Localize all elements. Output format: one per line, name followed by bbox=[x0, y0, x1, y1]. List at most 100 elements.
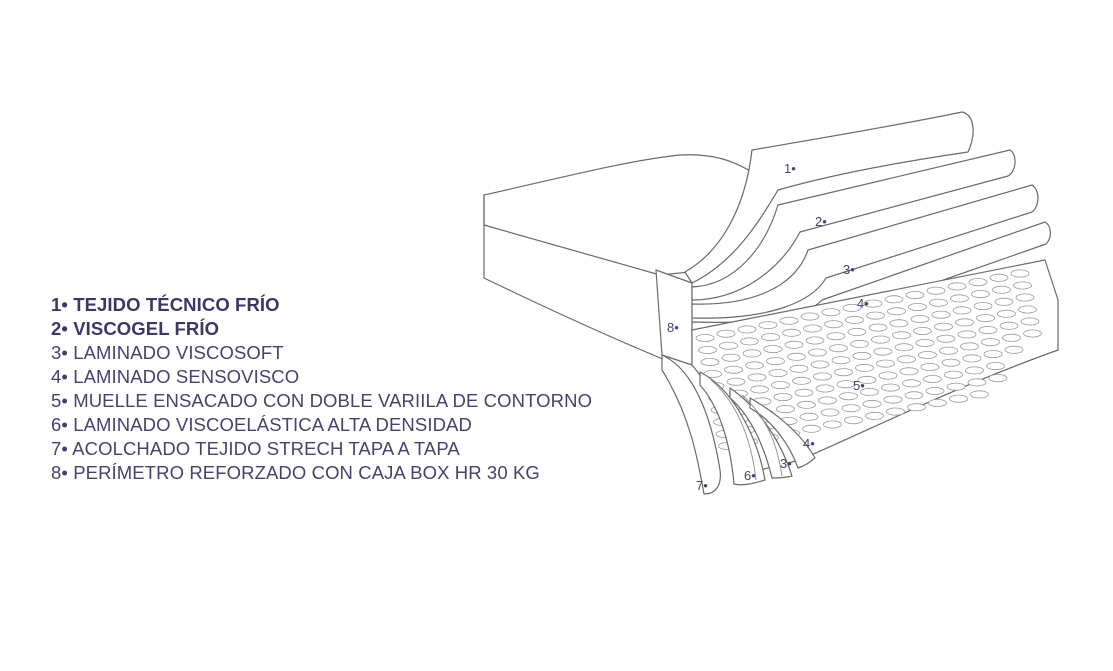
legend-item-1: 1• TEJIDO TÉCNICO FRÍO bbox=[51, 294, 280, 315]
spring-pocket bbox=[923, 374, 942, 383]
spring-pocket bbox=[997, 309, 1016, 318]
legend-item-6: 6• LAMINADO VISCOELÁSTICA ALTA DENSIDAD bbox=[51, 414, 472, 435]
callout-3-lower: 3• bbox=[780, 456, 792, 471]
spring-pocket bbox=[904, 391, 924, 400]
spring-pocket bbox=[988, 374, 1008, 383]
spring-pocket bbox=[946, 382, 966, 391]
spring-pocket bbox=[808, 348, 827, 357]
spring-pocket bbox=[960, 342, 979, 351]
legend-item-2: 2• VISCOGEL FRÍO bbox=[51, 318, 220, 339]
spring-pocket bbox=[971, 290, 990, 299]
spring-pocket bbox=[839, 392, 858, 401]
spring-pocket bbox=[886, 407, 905, 416]
spring-pocket bbox=[1018, 305, 1037, 314]
spring-pocket bbox=[865, 411, 884, 420]
spring-pocket bbox=[842, 303, 862, 312]
spring-pocket bbox=[949, 394, 968, 403]
spring-pocket bbox=[952, 306, 972, 315]
spring-pocket bbox=[1015, 293, 1035, 302]
spring-pocket bbox=[860, 387, 879, 396]
spring-pocket bbox=[981, 338, 1000, 347]
spring-pocket bbox=[899, 367, 919, 376]
spring-pocket bbox=[978, 326, 998, 335]
spring-pocket bbox=[934, 322, 953, 331]
spring-pocket bbox=[834, 368, 853, 377]
spring-pocket bbox=[815, 384, 835, 393]
spring-pocket bbox=[794, 388, 814, 397]
spring-pocket bbox=[698, 345, 717, 354]
spring-pocket bbox=[883, 395, 903, 404]
spring-pocket bbox=[944, 370, 963, 379]
spring-pocket bbox=[887, 307, 906, 316]
spring-pocket bbox=[810, 360, 830, 369]
callout-7: 7• bbox=[696, 478, 708, 493]
spring-pocket bbox=[824, 320, 843, 329]
mattress-side-panel-8 bbox=[655, 269, 693, 366]
spring-pocket bbox=[742, 349, 762, 358]
spring-pocket bbox=[962, 354, 982, 363]
layer-3-viscosoft bbox=[691, 184, 1039, 319]
spring-pocket bbox=[776, 405, 795, 414]
spring-pocket bbox=[950, 294, 969, 303]
spring-pocket bbox=[941, 358, 961, 367]
spring-pocket bbox=[818, 396, 837, 405]
spring-pocket bbox=[873, 347, 893, 356]
spring-pocket bbox=[797, 400, 816, 409]
spring-pocket bbox=[881, 383, 900, 392]
spring-pocket bbox=[894, 343, 914, 352]
spring-pocket bbox=[1013, 281, 1032, 290]
spring-pocket bbox=[782, 328, 801, 337]
spring-pocket bbox=[878, 371, 898, 380]
spring-pocket bbox=[852, 351, 872, 360]
spring-pocket bbox=[1004, 345, 1024, 354]
layer-7-quilted-stretch bbox=[661, 354, 721, 495]
legend-item-5: 5• MUELLE ENSACADO CON DOBLE VARIILA DE … bbox=[51, 390, 593, 411]
callout-2: 2• bbox=[815, 214, 827, 229]
spring-pocket bbox=[968, 278, 988, 287]
legend-item-8: 8• PERÍMETRO REFORZADO CON CAJA BOX HR 3… bbox=[51, 462, 540, 483]
spring-pocket bbox=[787, 352, 806, 361]
spring-pocket bbox=[1002, 333, 1021, 342]
spring-pocket bbox=[784, 340, 804, 349]
layer-6-high-density bbox=[699, 371, 766, 486]
layer-1-technical-fabric bbox=[684, 111, 974, 284]
spring-pocket bbox=[747, 373, 767, 382]
spring-pocket bbox=[740, 337, 759, 346]
spring-pocket bbox=[936, 334, 956, 343]
spring-pocket bbox=[910, 314, 930, 323]
legend-item-3: 3• LAMINADO VISCOSOFT bbox=[51, 342, 284, 363]
spring-pocket bbox=[983, 350, 1003, 359]
layer-4-lower bbox=[749, 397, 816, 469]
spring-pocket bbox=[771, 381, 790, 390]
spring-pocket bbox=[925, 386, 945, 395]
spring-pocket bbox=[841, 404, 861, 413]
spring-pocket bbox=[766, 357, 785, 366]
callout-4-lower: 4• bbox=[803, 436, 815, 451]
spring-pocket bbox=[737, 325, 757, 334]
spring-pocket bbox=[829, 344, 848, 353]
spring-pocket bbox=[955, 318, 974, 327]
spring-pocket bbox=[939, 346, 958, 355]
spring-pocket bbox=[845, 315, 864, 324]
spring-pocket bbox=[813, 372, 832, 381]
spring-pocket bbox=[779, 316, 799, 325]
callout-1: 1• bbox=[784, 161, 796, 176]
spring-pocket bbox=[907, 403, 926, 412]
spring-pocket bbox=[745, 361, 764, 370]
spring-pocket bbox=[836, 380, 856, 389]
spring-pocket bbox=[768, 369, 788, 378]
callout-6: 6• bbox=[744, 468, 756, 483]
spring-pocket bbox=[821, 308, 841, 317]
layer-3-lower bbox=[729, 387, 793, 479]
spring-pocket bbox=[850, 339, 869, 348]
spring-pocket bbox=[761, 333, 780, 342]
spring-pocket bbox=[792, 376, 811, 385]
spring-pocket bbox=[750, 385, 769, 394]
spring-pocket bbox=[831, 356, 851, 365]
spring-pocket bbox=[884, 295, 904, 304]
spring-pocket bbox=[826, 332, 846, 341]
spring-pocket bbox=[994, 297, 1014, 306]
spring-pocket bbox=[992, 285, 1011, 294]
spring-pocket bbox=[847, 327, 867, 336]
callout-5: 5• bbox=[853, 378, 865, 393]
